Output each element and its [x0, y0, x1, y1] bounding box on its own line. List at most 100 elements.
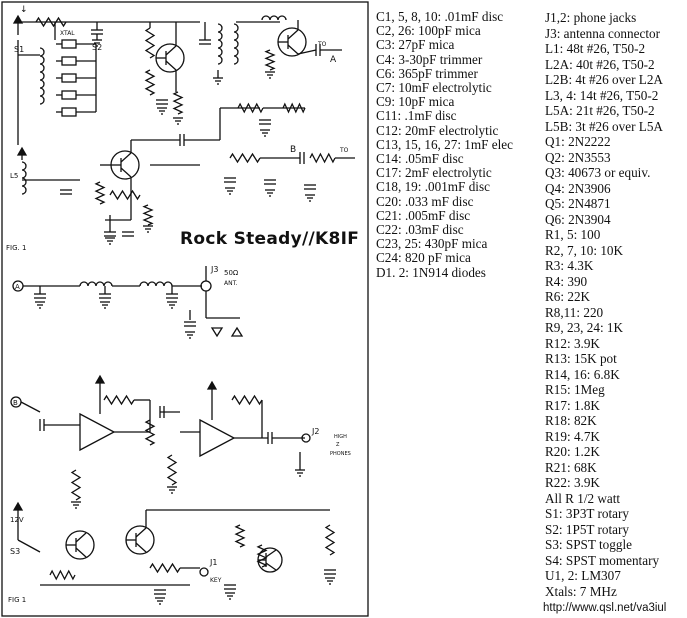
resistor-symbol	[166, 454, 178, 486]
parts-list-entry: C6: 365pF trimmer	[376, 65, 478, 81]
fig-label-top: FIG. 1	[6, 244, 26, 252]
supply-arrow	[16, 146, 28, 156]
crystal-symbol	[61, 90, 77, 100]
parts-list-entry: U1, 2: LM307	[545, 568, 621, 583]
inductor-symbol	[39, 47, 45, 105]
key-label: KEY	[210, 577, 222, 584]
antenna-glyph: ↓	[20, 5, 28, 15]
antenna-jack-j3	[200, 280, 212, 292]
resistor-symbol	[149, 562, 181, 574]
ant-label: ANT.	[224, 280, 238, 287]
j1-label: J1	[209, 558, 217, 567]
resistor-symbol	[144, 419, 156, 446]
parts-list-entry: L1: 48t #26, T50-2	[545, 41, 646, 56]
supply-arrow	[206, 380, 218, 390]
parts-list-entry: C17: 2mF electrolytic	[376, 165, 492, 181]
parts-list-entry: R9, 23, 24: 1K	[545, 320, 624, 335]
parts-list-entry: R18: 82K	[545, 413, 597, 428]
resistor-symbol	[94, 181, 106, 205]
resistor-symbol	[237, 102, 264, 114]
diagram-title: Rock Steady//K8IF	[180, 229, 360, 249]
resistor-symbol	[144, 27, 156, 59]
parts-list-entry: R19: 4.7K	[545, 428, 600, 444]
parts-list-entry: L2A: 40t #26, T50-2	[545, 56, 655, 72]
inductor-symbol	[21, 161, 27, 195]
parts-list-entry: L3, 4: 14t #26, T50-2	[545, 87, 659, 103]
parts-list-entry: C22: .03mF disc	[376, 222, 464, 238]
resistor-symbol	[109, 189, 141, 201]
resistor-symbol	[309, 152, 336, 164]
parts-list-entry: Q6: 2N3904	[545, 211, 611, 227]
resistor-symbol	[264, 49, 276, 71]
diagram-border	[1, 1, 369, 617]
resistor-symbol	[256, 544, 268, 568]
crystal-symbol	[61, 56, 77, 66]
switch-s2-label: S2	[92, 43, 102, 52]
parts-list-entry: R3: 4.3K	[545, 258, 594, 273]
j2-label: J2	[311, 427, 319, 436]
parts-list-entry: C2, 26: 100pF mica	[376, 23, 481, 39]
inductor-symbol	[217, 23, 223, 65]
resistor-symbol	[49, 569, 76, 581]
l5a-label: L5	[10, 172, 18, 180]
diode-d1	[210, 327, 224, 338]
port-b-label: B	[13, 399, 18, 407]
phones-label: HIGH	[334, 434, 347, 440]
opamp-symbol	[79, 412, 116, 452]
parts-list-entry: C4: 3-30pF trimmer	[376, 51, 483, 67]
parts-list-entry: C11: .1mF disc	[376, 108, 457, 124]
parts-list-entry: Xtals: 7 MHz	[545, 583, 617, 599]
supply-label: 12V	[10, 516, 24, 524]
to-label: TO	[339, 147, 349, 154]
parts-list-entry: C13, 15, 16, 27: 1mF elec	[376, 136, 513, 152]
resistor-symbol	[103, 394, 135, 406]
resistor-symbol	[324, 524, 336, 556]
parts-list-entry: R17: 1.8K	[545, 397, 600, 413]
port-b-label: B	[290, 145, 296, 155]
parts-list-entry: L5A: 21t #26, T50-2	[545, 103, 655, 118]
resistor-symbol	[70, 469, 82, 501]
parts-list-entry: R21: 68K	[545, 459, 597, 475]
port-a-label: A	[330, 55, 337, 65]
parts-list-entry: C18, 19: .001mF disc	[376, 179, 490, 195]
parts-list-entry: D1. 2: 1N914 diodes	[376, 264, 486, 280]
parts-list-entry: R6: 22K	[545, 289, 591, 304]
fig-label-bottom: FIG 1	[8, 596, 26, 604]
crystal-symbol	[61, 39, 77, 49]
port-a-label: A	[15, 283, 20, 291]
phones-label: Z	[336, 442, 340, 448]
parts-list-entry: R2, 7, 10: 10K	[545, 242, 624, 258]
crystal-symbol	[61, 107, 77, 117]
resistor-symbol	[144, 69, 156, 96]
parts-list-entry: R14, 16: 6.8K	[545, 366, 620, 382]
opamp-symbol	[199, 418, 236, 458]
parts-list-entry: S1: 3P3T rotary	[545, 506, 630, 521]
parts-list-entry: C3: 27pF mica	[376, 37, 455, 53]
parts-list-entry: Q5: 2N4871	[545, 196, 611, 211]
supply-arrow	[94, 374, 106, 384]
switch-s3-label: S3	[10, 547, 20, 556]
parts-list-entry: R12: 3.9K	[545, 335, 600, 351]
phone-jack-j2	[301, 433, 311, 443]
parts-list-entry: All R 1/2 watt	[545, 490, 621, 506]
parts-list-entry: Q4: 2N3906	[545, 180, 611, 196]
parts-list-entry: S3: SPST toggle	[545, 537, 632, 552]
resistor-symbol	[231, 394, 263, 406]
parts-list-entry: C14: .05mF disc	[376, 151, 464, 167]
inductor-symbol	[233, 23, 239, 65]
switch-s1-label: S1	[14, 45, 24, 54]
parts-list-entry: C7: 10mF electrolytic	[376, 80, 492, 96]
inductor-symbol	[261, 15, 287, 21]
resistor-symbol	[282, 102, 306, 114]
parts-list-entry: R22: 3.9K	[545, 475, 600, 490]
resistor-symbol	[35, 16, 67, 28]
resistor-symbol	[234, 524, 246, 548]
xtal-label: XTAL	[60, 30, 75, 37]
parts-list-entry: J1,2: phone jacks	[545, 10, 637, 25]
inductor-symbol	[139, 281, 173, 287]
j3-label: J3	[210, 265, 218, 274]
parts-list-entry: Q3: 40673 or equiv.	[545, 165, 651, 180]
parts-list-entry: S4: SPST momentary	[545, 552, 660, 568]
